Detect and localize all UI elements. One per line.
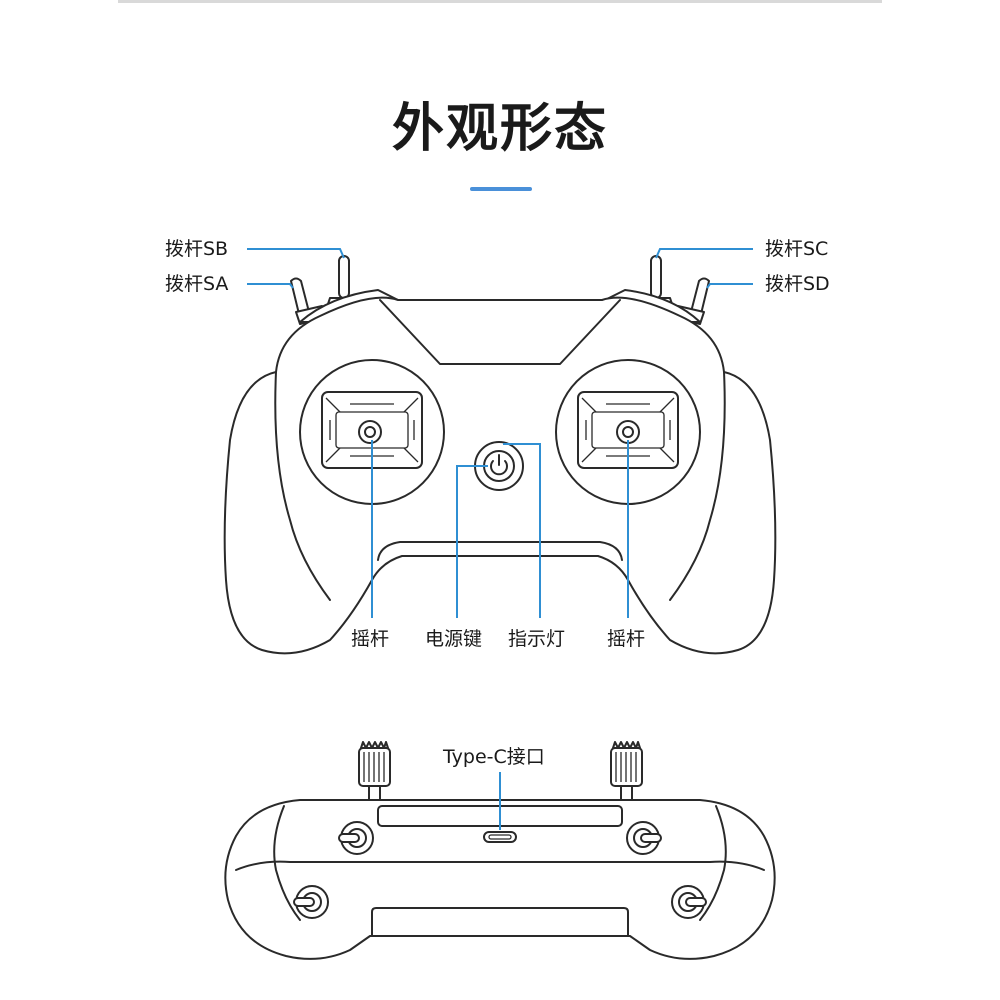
bottom-seam	[235, 860, 765, 871]
front-view	[223, 248, 777, 655]
bottom-slot	[371, 907, 629, 937]
switch-knob-right-upper	[626, 821, 662, 855]
left-grip-line	[274, 371, 331, 601]
right-knob-icon	[610, 741, 643, 803]
label-stick-right: 摇杆	[607, 628, 646, 650]
title-underline	[470, 187, 532, 191]
bottom-panel	[377, 541, 623, 561]
switch-knob-left-upper	[338, 821, 374, 855]
label-power-key: 电源键	[425, 628, 483, 650]
label-switch-sd: 拨杆SD	[765, 273, 830, 295]
label-switch-sc: 拨杆SC	[765, 238, 829, 260]
label-indicator: 指示灯	[508, 628, 566, 650]
left-stick-icon	[299, 359, 445, 505]
leader-sa	[247, 283, 294, 289]
label-switch-sa: 拨杆SA	[165, 273, 229, 295]
top-divider	[118, 0, 882, 3]
label-switch-sb: 拨杆SB	[165, 238, 229, 260]
switch-knob-left-lower	[293, 885, 329, 919]
leader-sc	[655, 248, 753, 259]
switch-knob-right-lower	[671, 885, 707, 919]
leader-sd	[706, 283, 753, 289]
leader-indicator	[503, 443, 541, 618]
bottom-body	[224, 799, 776, 960]
type-c-port-icon	[483, 831, 517, 843]
bottom-view	[224, 741, 776, 960]
label-stick-left: 摇杆	[351, 628, 390, 650]
controller-body	[223, 296, 777, 655]
left-knob-icon	[358, 741, 391, 803]
top-notch	[379, 299, 621, 365]
leader-sb	[247, 248, 345, 259]
leader-power	[456, 465, 488, 618]
bottom-left-edge	[273, 805, 301, 921]
label-type-c: Type-C接口	[443, 746, 545, 768]
page-title: 外观形态	[391, 99, 608, 159]
bottom-right-edge	[699, 805, 727, 921]
right-grip-line	[669, 371, 726, 601]
